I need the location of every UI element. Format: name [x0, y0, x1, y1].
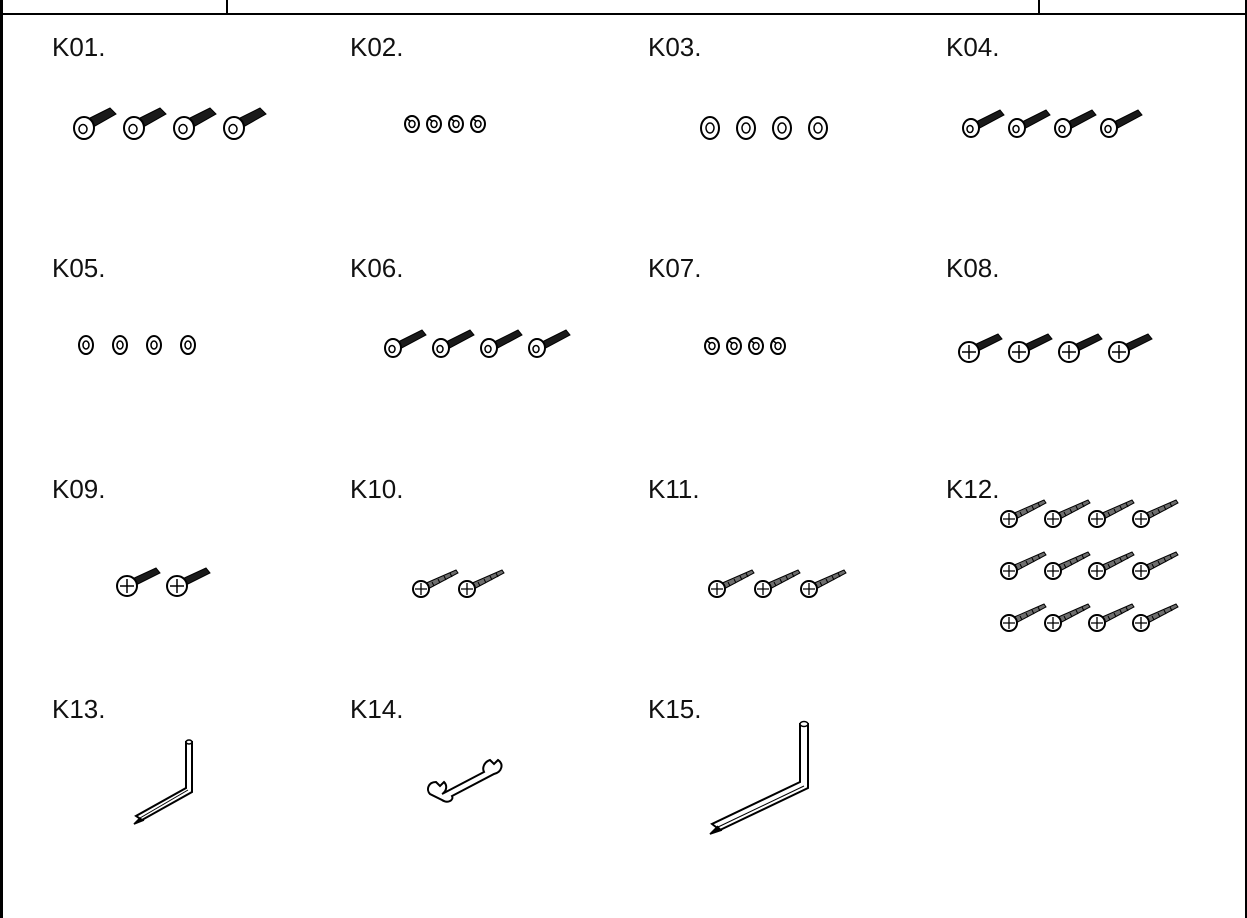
allen-key-icon — [706, 718, 826, 838]
wrench-icon — [424, 756, 508, 806]
part-code-k11: K11. — [648, 474, 700, 504]
wood-screw-icon — [708, 568, 858, 604]
part-code-k06: K06. — [350, 253, 404, 283]
allen-key-icon — [130, 736, 210, 826]
hex-socket-bolt-icon — [384, 326, 584, 362]
part-code-k04: K04. — [946, 32, 1000, 62]
hex-socket-bolt-icon — [962, 106, 1162, 142]
phillips-machine-screw-icon — [958, 330, 1168, 370]
spring-lock-washer-icon — [704, 334, 804, 360]
header-divider-right — [1038, 0, 1040, 15]
part-code-k14: K14. — [350, 694, 404, 724]
part-code-k01: K01. — [52, 32, 106, 62]
flat-washer-icon — [78, 333, 218, 359]
part-code-k07: K07. — [648, 253, 702, 283]
part-code-k15: K15. — [648, 694, 702, 724]
part-code-k03: K03. — [648, 32, 702, 62]
spring-lock-washer-icon — [404, 112, 504, 138]
wood-screw-icon — [1000, 498, 1190, 648]
header-divider-left — [226, 0, 228, 15]
left-border — [0, 0, 3, 918]
wood-screw-icon — [412, 568, 522, 604]
part-code-k13: K13. — [52, 694, 106, 724]
top-border — [0, 13, 1247, 15]
flat-washer-icon — [700, 114, 840, 144]
part-code-k05: K05. — [52, 253, 106, 283]
part-code-k02: K02. — [350, 32, 404, 62]
part-code-k08: K08. — [946, 253, 1000, 283]
right-border — [1245, 0, 1247, 918]
phillips-machine-screw-icon — [116, 564, 226, 604]
button-head-bolt-icon — [72, 104, 272, 144]
part-code-k12: K12. — [946, 474, 1000, 504]
part-code-k10: K10. — [350, 474, 404, 504]
part-code-k09: K09. — [52, 474, 106, 504]
